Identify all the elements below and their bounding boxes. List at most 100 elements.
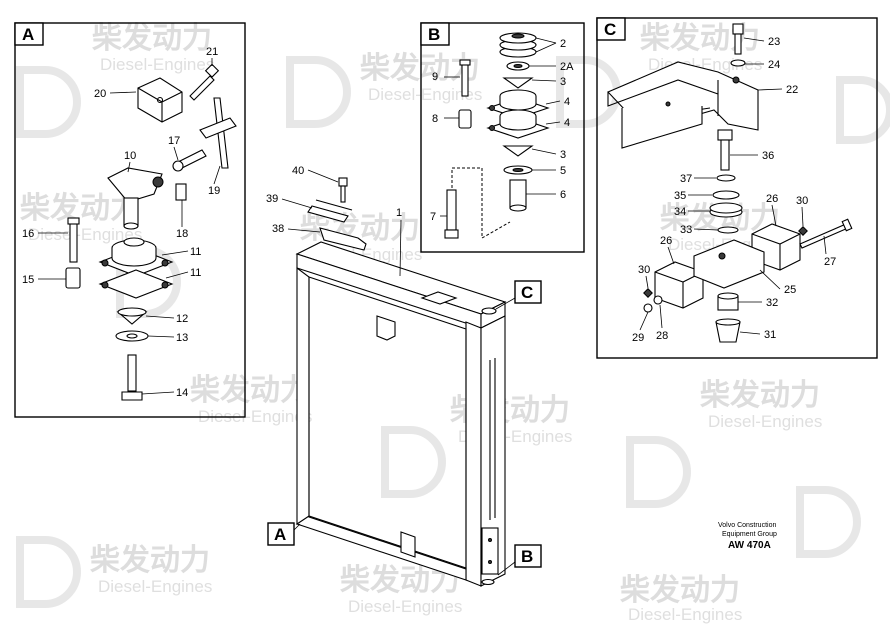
callout-21: 21: [206, 46, 218, 58]
washer-35: [712, 190, 740, 200]
callout-11-lower: 11: [190, 267, 201, 279]
footer-company-line2: Equipment Group: [722, 531, 777, 538]
footer-company-line1: Volvo Construction: [718, 522, 776, 529]
callout-9: 9: [432, 71, 438, 83]
bolt-21: [189, 75, 215, 101]
washer-13-hole: [126, 333, 138, 339]
svg-text:Diesel-Engines: Diesel-Engines: [28, 225, 142, 244]
cone-31-top: [715, 318, 741, 326]
frame-right-post: [465, 321, 482, 587]
bolt-9-head: [459, 59, 471, 66]
callout-19: 19: [208, 185, 220, 197]
isolator-11-top: [123, 237, 145, 247]
bracket-25: [693, 239, 765, 289]
detail-c-letter-box: [596, 17, 626, 41]
watermark-logo: [626, 436, 691, 508]
radiator-frame-assembly: 40 1 39 38 C A B: [266, 165, 542, 587]
clip-39-edge: [315, 199, 353, 211]
watermark-7: 柴发动力 Diesel-Engines: [190, 374, 312, 426]
callout-40: 40: [292, 165, 304, 177]
callout-27: 27: [824, 256, 836, 268]
detail-view-a: A: [14, 22, 246, 418]
view-indicator-a: A: [267, 522, 301, 546]
callout-5: 5: [560, 165, 566, 177]
callout-26-right: 26: [766, 193, 778, 205]
bolt-18: [175, 183, 187, 201]
watermark-logo: [381, 426, 446, 498]
spacer-15: [65, 267, 81, 289]
svg-text:C: C: [521, 283, 533, 302]
detail-b-callouts: 2 2A 9 3 4 4 8 3 5 7 6: [430, 37, 574, 223]
isolator-34-top: [709, 202, 743, 214]
bracket-hole: [665, 101, 671, 107]
frame-left-post: [296, 266, 310, 525]
detail-b-letter: B: [428, 25, 440, 44]
bolt-9: [461, 63, 469, 97]
view-indicator-b: B: [497, 544, 542, 576]
callout-4-upper: 4: [564, 96, 570, 108]
bolt-14: [127, 354, 137, 392]
callout-39: 39: [266, 193, 278, 205]
isolator-hole: [161, 281, 169, 289]
watermark-logo: [16, 536, 81, 608]
isolator-11-lower: [98, 269, 174, 299]
spacer-8: [458, 109, 472, 129]
clamp-hole: [156, 96, 164, 104]
washer-2a-hole: [513, 64, 523, 68]
detail-b-letter-box: [420, 22, 450, 46]
callout-18: 18: [176, 228, 188, 240]
detail-c-letter: C: [604, 20, 616, 39]
callout-12: 12: [176, 313, 188, 325]
detail-a-frame: [14, 22, 246, 418]
clamp-block-20: [137, 77, 183, 123]
watermark-1: 柴发动力 Diesel-Engines: [92, 22, 214, 74]
callout-28: 28: [656, 330, 668, 342]
cone-12-top: [117, 307, 147, 317]
callout-29: 29: [632, 332, 644, 344]
cone-3-upper: [502, 77, 534, 89]
svg-text:柴发动力: 柴发动力: [360, 52, 480, 85]
svg-text:柴发动力: 柴发动力: [190, 374, 310, 407]
callout-15: 15: [22, 274, 34, 286]
callout-10: 10: [124, 150, 136, 162]
bolt-16-head: [67, 217, 80, 225]
bolt-36: [720, 139, 730, 171]
callout-30-right: 30: [796, 195, 808, 207]
callout-37: 37: [680, 173, 692, 185]
svg-text:柴发动力: 柴发动力: [92, 22, 212, 55]
view-indicator-c: C: [495, 280, 542, 310]
callout-24: 24: [768, 59, 780, 71]
frame-right-post-side: [480, 315, 506, 587]
bushing-32-top: [717, 292, 739, 300]
nut-30-left: [643, 288, 653, 298]
t-bolt-19-stem: [213, 97, 229, 169]
hose-38: [319, 227, 367, 251]
callout-22: 22: [786, 84, 798, 96]
detail-a-callouts: 21 20 17 10 19 18 16 11 11 15 12 13 14: [22, 46, 221, 399]
bolt-7-head: [444, 229, 459, 239]
watermark-3: 柴发动力 Diesel-Engines: [640, 22, 762, 74]
svg-text:Diesel-Engines: Diesel-Engines: [98, 577, 212, 596]
callout-38: 38: [272, 223, 284, 235]
top-plate: [420, 291, 458, 305]
bracket-hole: [732, 76, 740, 84]
callout-13: 13: [176, 332, 188, 344]
mount-10-stem: [123, 197, 139, 227]
detail-a-letter-box: [14, 22, 44, 46]
mount-point-c: [481, 307, 497, 315]
svg-text:Diesel-Engines: Diesel-Engines: [100, 55, 214, 74]
bolt-40: [340, 185, 346, 203]
bolt-36-head: [717, 129, 733, 141]
bolt-21-head: [204, 63, 220, 78]
detail-a-letter: A: [22, 25, 34, 44]
washer-37: [716, 174, 736, 182]
watermark-11: 柴发动力 Diesel-Engines: [340, 564, 462, 616]
svg-text:Diesel-Engines: Diesel-Engines: [348, 597, 462, 616]
svg-text:B: B: [521, 547, 533, 566]
washer-28: [653, 295, 663, 305]
clip-39: [307, 205, 349, 223]
ring-2-hole: [511, 33, 525, 39]
watermark-logo: [286, 56, 351, 128]
assembly-path: [451, 167, 511, 239]
